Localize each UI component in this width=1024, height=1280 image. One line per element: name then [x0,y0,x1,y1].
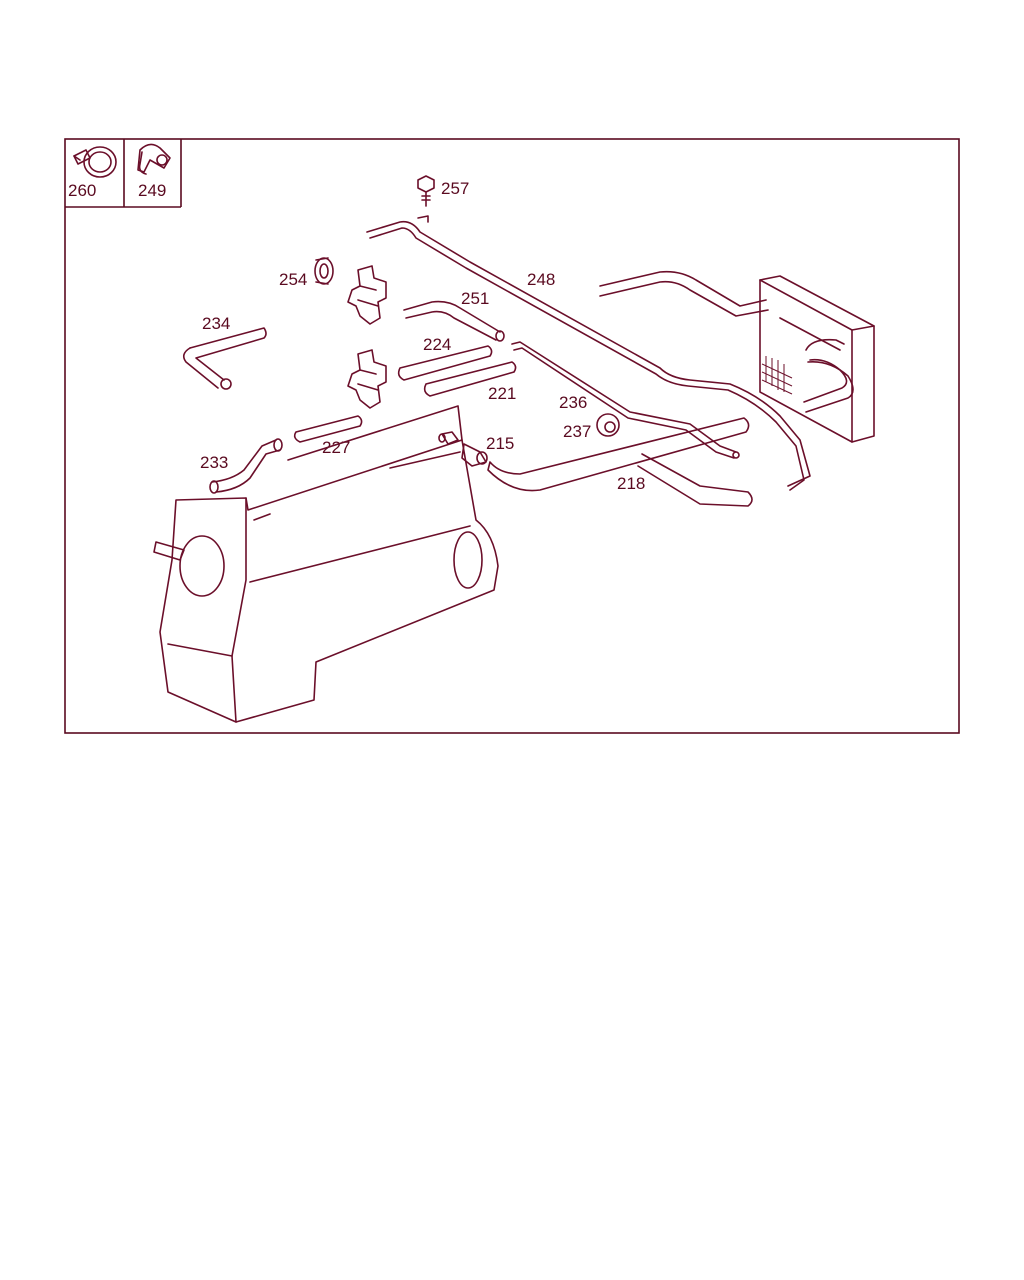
pipe-236 [511,341,740,459]
callout-218: 218 [617,474,645,493]
legend-box: 260 249 [65,139,182,208]
callout-257: 257 [441,179,469,198]
callout-224: 224 [423,335,451,354]
heater-core [599,270,875,443]
valve-lower [347,349,387,409]
callout-248: 248 [527,270,555,289]
grommet-254 [314,257,334,285]
hose-233 [209,438,283,494]
nut-237 [596,413,620,437]
callout-251: 251 [461,289,489,308]
legend-clip-number: 249 [138,181,166,200]
heater-core-grid [761,356,793,395]
callout-237: 237 [563,422,591,441]
hose-221 [423,361,517,397]
hose-234 [182,327,267,390]
bolt-257 [417,175,435,207]
connector-215 [461,443,488,467]
hose-224 [397,345,493,381]
hose-clip-icon [137,143,171,175]
legend-clamp-number: 260 [68,181,96,200]
hose-218 [487,417,753,507]
callout-254: 254 [279,270,307,289]
engine-block [153,405,499,723]
callout-215: 215 [486,434,514,453]
callout-234: 234 [202,314,230,333]
callout-233: 233 [200,453,228,472]
fitting-small [438,431,459,445]
callout-221: 221 [488,384,516,403]
valve-upper [347,265,387,325]
hose-251 [403,300,505,342]
hose-clamp-icon [73,146,117,178]
hose-227 [293,415,363,443]
diagram-frame [64,138,960,734]
pipe-248 [366,215,811,491]
callout-236: 236 [559,393,587,412]
